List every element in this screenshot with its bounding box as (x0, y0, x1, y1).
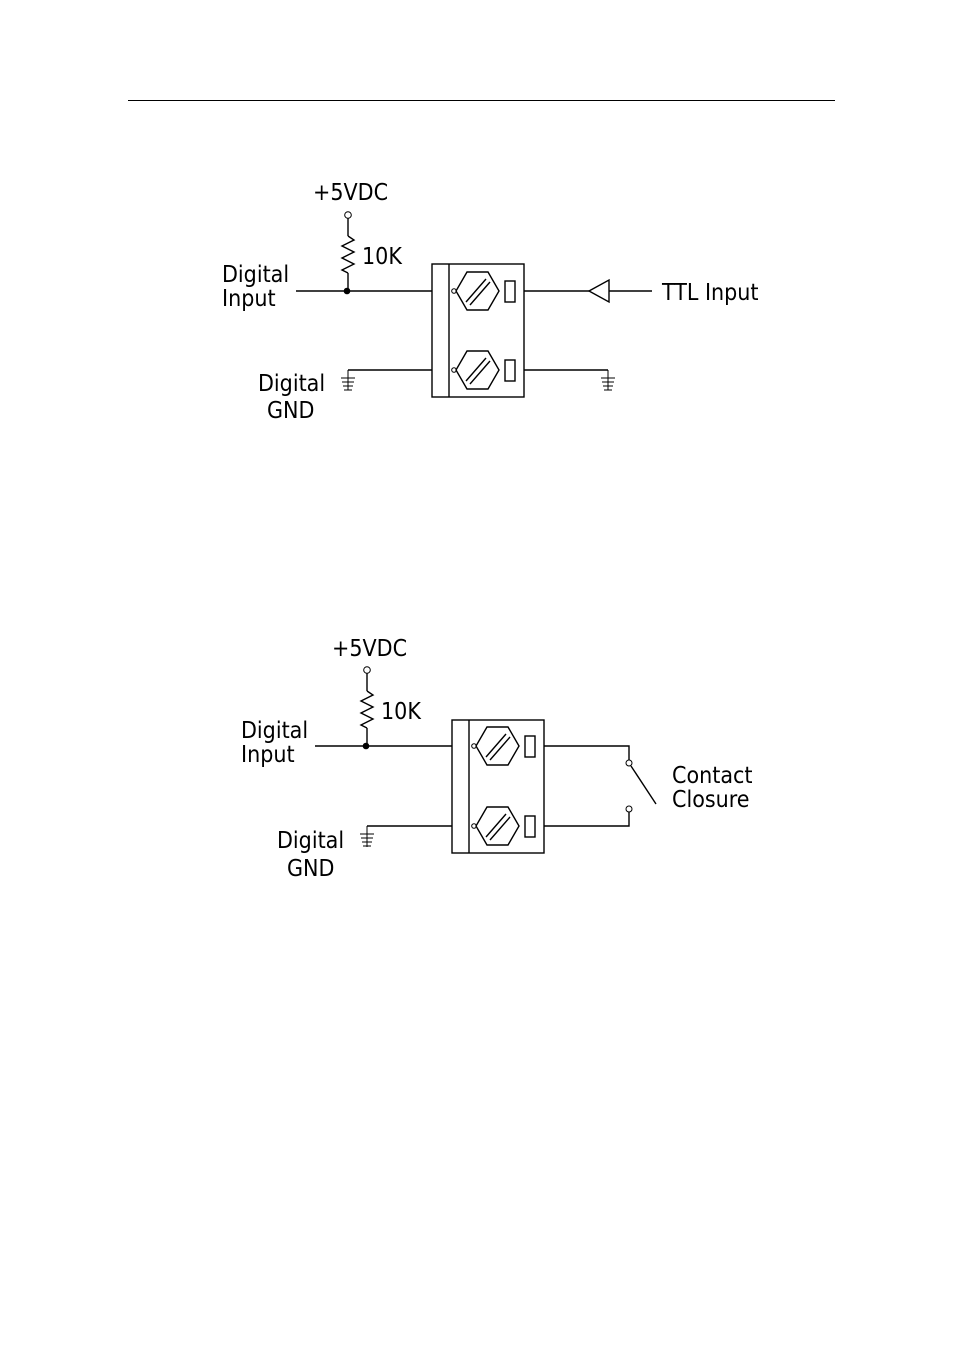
digital-gnd-label-line2: GND (267, 398, 314, 424)
digital-input-label-line2: Input (222, 286, 276, 312)
terminal-block (452, 720, 544, 853)
ttl-input-schematic: +5VDC 10K Digital Input Digital GND (0, 160, 954, 440)
resistor-label: 10K (362, 244, 402, 270)
ttl-input-wiring-diagram: +5VDC 10K Digital Input Digital GND (0, 160, 954, 440)
switch-lower-wire (544, 812, 629, 826)
supply-label: +5VDC (332, 636, 407, 662)
resistor-label: 10K (381, 699, 421, 725)
contact-closure-label-line1: Contact (672, 763, 753, 789)
resistor-icon (342, 236, 354, 273)
contact-closure-label-line2: Closure (672, 787, 750, 813)
supply-terminal-icon (364, 667, 371, 674)
switch-contact-icon (626, 806, 632, 812)
supply-terminal-icon (345, 212, 352, 219)
supply-label: +5VDC (313, 180, 388, 206)
switch-contact-icon (626, 760, 632, 766)
terminal-block (432, 264, 524, 397)
digital-input-label-line2: Input (241, 742, 295, 768)
header-rule (128, 100, 835, 101)
ground-icon (360, 826, 374, 847)
ttl-buffer-icon (589, 280, 609, 302)
contact-closure-wiring-diagram: +5VDC 10K Digital Input Digital GND (0, 620, 954, 900)
switch-upper-wire (544, 746, 629, 760)
contact-closure-schematic: +5VDC 10K Digital Input Digital GND (0, 620, 954, 900)
ttl-input-label: TTL Input (661, 280, 759, 306)
digital-gnd-label-line2: GND (287, 856, 334, 882)
ground-icon (341, 370, 355, 390)
digital-input-label-line1: Digital (222, 262, 289, 288)
resistor-icon (361, 691, 373, 728)
digital-input-label-line1: Digital (241, 718, 308, 744)
ttl-ground-icon (601, 370, 615, 390)
digital-gnd-label-line1: Digital (277, 828, 344, 854)
switch-blade-icon (631, 766, 656, 804)
digital-gnd-label-line1: Digital (258, 371, 325, 397)
